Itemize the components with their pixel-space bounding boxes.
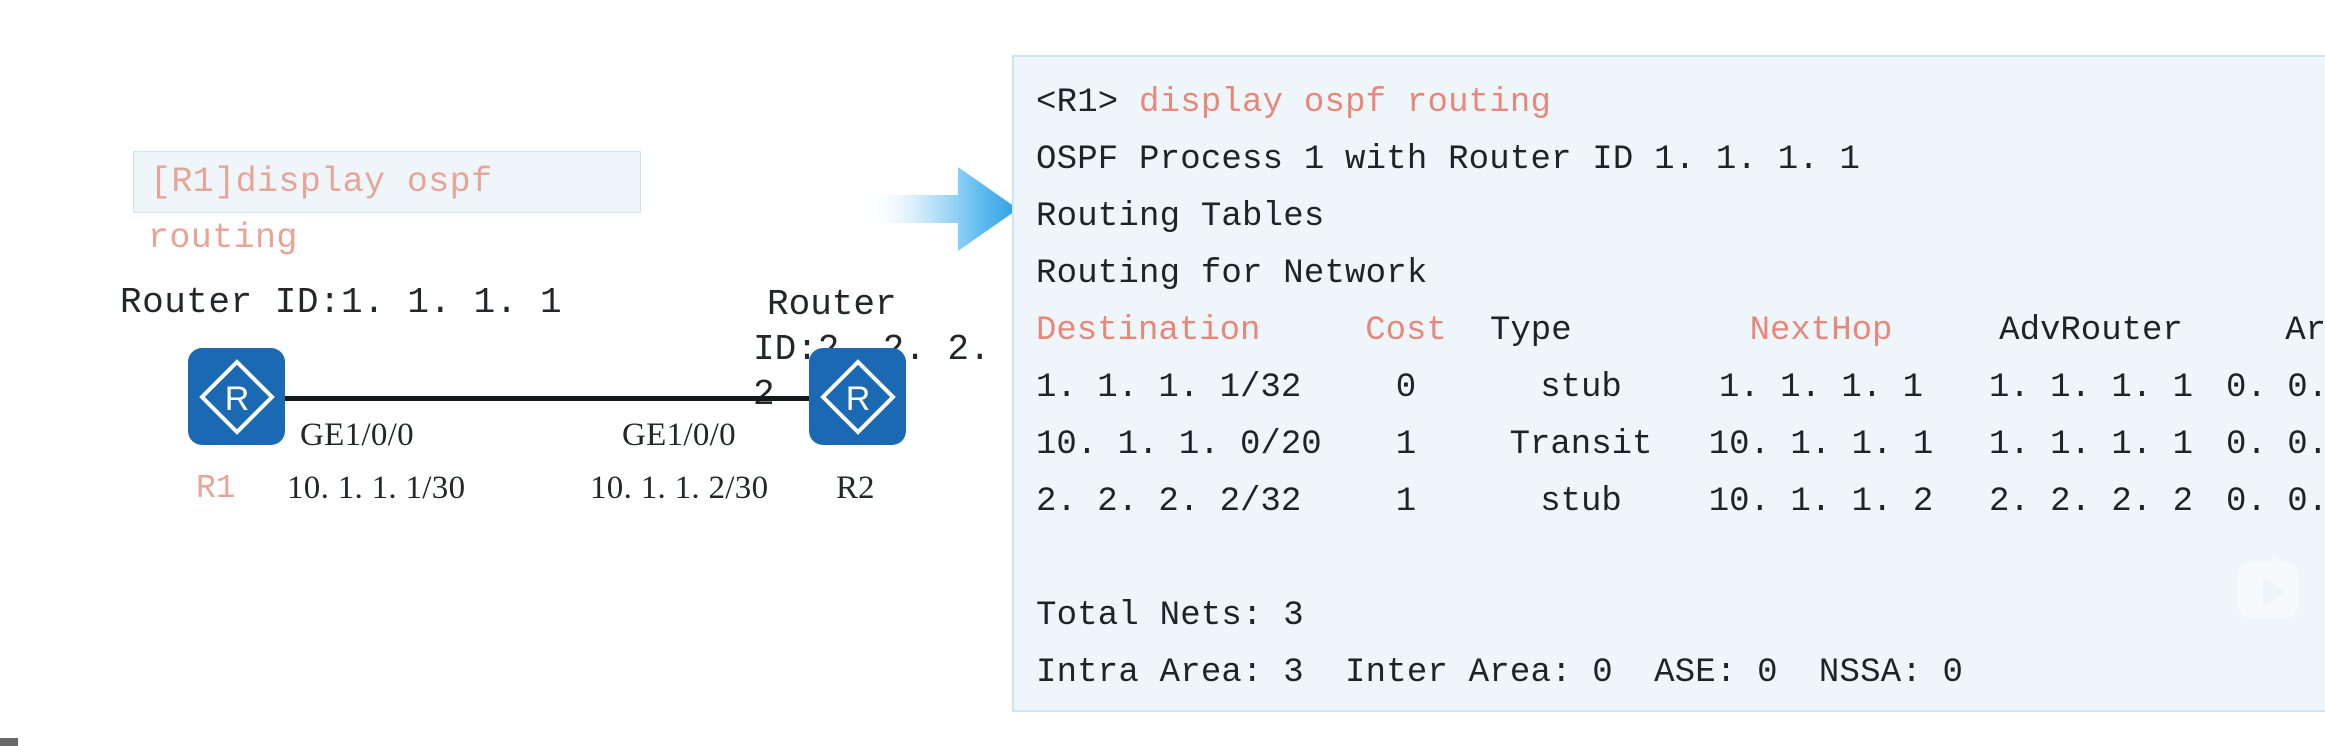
command-callout-line1: [R1]display ospf bbox=[150, 162, 493, 202]
router-icon-r1[interactable]: R bbox=[188, 348, 285, 445]
cell-cost: 1 bbox=[1395, 483, 1417, 521]
table-header-row: Destination Cost Type NextHop AdvRouter … bbox=[1036, 303, 2325, 360]
header-area: Area bbox=[2285, 312, 2325, 350]
table-row: 1. 1. 1. 1/32 0 stub 1. 1. 1. 1 1. 1. 1.… bbox=[1036, 360, 2325, 417]
ethernet-link-line bbox=[282, 396, 852, 401]
right-interface-address: 10. 1. 1. 2/30 bbox=[590, 470, 769, 506]
svg-text:R: R bbox=[845, 380, 870, 418]
left-router-name: R1 bbox=[196, 470, 236, 507]
cell-area: 0. 0. 0. 0 bbox=[2226, 369, 2325, 407]
terminal-prompt-line: <R1> display ospf routing bbox=[1036, 75, 2325, 132]
header-nexthop: NextHop bbox=[1749, 312, 1893, 350]
terminal-output-panel: <R1> display ospf routing OSPF Process 1… bbox=[1012, 55, 2325, 712]
header-advrouter: AdvRouter bbox=[1999, 312, 2183, 350]
cell-advrouter: 1. 1. 1. 1 bbox=[1988, 369, 2194, 407]
right-interface-name: GE1/0/0 bbox=[622, 417, 736, 453]
header-destination: Destination bbox=[1036, 312, 1261, 350]
terminal-line-routing-tables: Routing Tables bbox=[1036, 198, 1325, 236]
cell-type: Transit bbox=[1509, 426, 1653, 464]
cell-nexthop: 10. 1. 1. 2 bbox=[1708, 483, 1934, 521]
cell-advrouter: 1. 1. 1. 1 bbox=[1988, 426, 2194, 464]
network-topology-diagram: [R1]display ospf routing Router ID:1. 1.… bbox=[0, 0, 1018, 746]
cell-destination: 2. 2. 2. 2/32 bbox=[1036, 483, 1302, 521]
terminal-command: display ospf routing bbox=[1139, 84, 1552, 122]
cell-nexthop: 1. 1. 1. 1 bbox=[1718, 369, 1924, 407]
header-type: Type bbox=[1490, 312, 1572, 350]
left-interface-name: GE1/0/0 bbox=[300, 417, 414, 453]
cell-type: stub bbox=[1540, 369, 1622, 407]
left-router-id-label: Router ID:1. 1. 1. 1 bbox=[120, 282, 563, 323]
table-row: 2. 2. 2. 2/32 1 stub 10. 1. 1. 2 2. 2. 2… bbox=[1036, 474, 2325, 531]
terminal-line-routing-for-network: Routing for Network bbox=[1036, 255, 1428, 293]
cell-type: stub bbox=[1540, 483, 1622, 521]
cell-cost: 1 bbox=[1395, 426, 1417, 464]
header-cost: Cost bbox=[1365, 312, 1447, 350]
terminal-prompt: <R1> bbox=[1036, 84, 1119, 122]
svg-text:R: R bbox=[224, 380, 249, 418]
cell-nexthop: 10. 1. 1. 1 bbox=[1708, 426, 1934, 464]
router-icon: R bbox=[198, 358, 275, 435]
ospf-routing-table: Destination Cost Type NextHop AdvRouter … bbox=[1036, 303, 2325, 531]
left-interface-address: 10. 1. 1. 1/30 bbox=[287, 470, 466, 506]
router-icon: R bbox=[819, 358, 896, 435]
cell-advrouter: 2. 2. 2. 2 bbox=[1988, 483, 2194, 521]
terminal-area-summary: Intra Area: 3 Inter Area: 0 ASE: 0 NSSA:… bbox=[1036, 654, 1964, 692]
router-icon-r2[interactable]: R bbox=[809, 348, 906, 445]
cell-destination: 1. 1. 1. 1/32 bbox=[1036, 369, 1302, 407]
terminal-line-process: OSPF Process 1 with Router ID 1. 1. 1. 1 bbox=[1036, 141, 1861, 179]
cell-area: 0. 0. 0. 0 bbox=[2226, 483, 2325, 521]
right-arrow-icon bbox=[862, 167, 1018, 251]
table-row: 10. 1. 1. 0/20 1 Transit 10. 1. 1. 1 1. … bbox=[1036, 417, 2325, 474]
right-router-id-line1: Router bbox=[767, 284, 897, 325]
right-router-name: R2 bbox=[836, 470, 875, 506]
cell-area: 0. 0. 0. 0 bbox=[2226, 426, 2325, 464]
cell-destination: 10. 1. 1. 0/20 bbox=[1036, 426, 1322, 464]
cell-cost: 0 bbox=[1395, 369, 1417, 407]
corner-mark bbox=[0, 738, 18, 746]
terminal-blank-line bbox=[1036, 531, 2325, 588]
command-callout-line2: routing bbox=[148, 218, 298, 258]
command-callout-box: [R1]display ospf bbox=[133, 151, 641, 213]
terminal-total-nets: Total Nets: 3 bbox=[1036, 597, 1304, 635]
